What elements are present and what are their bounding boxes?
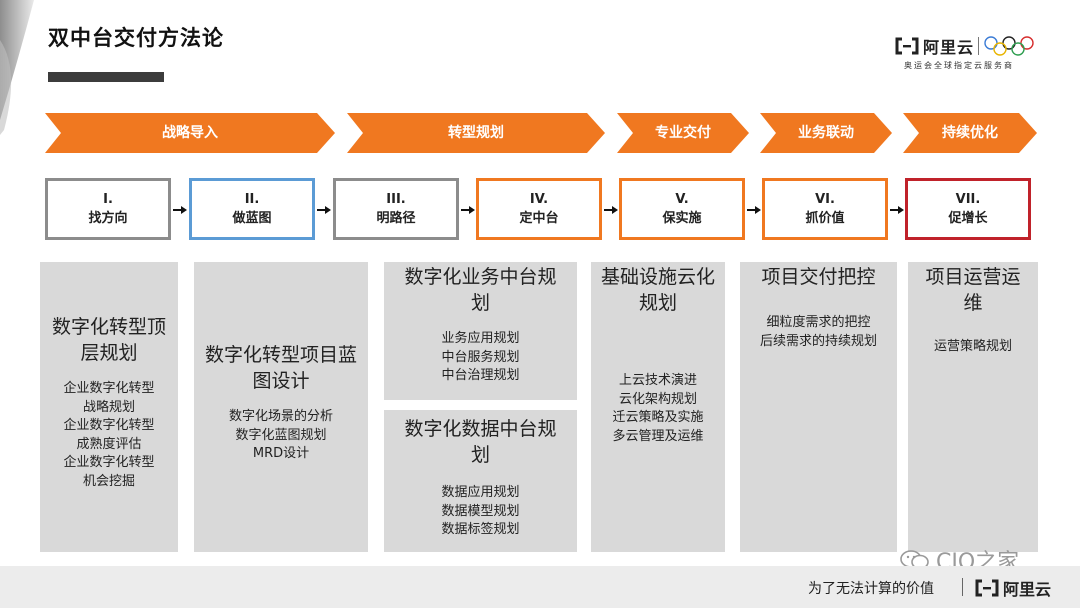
- column-items: 企业数字化转型 战略规划 企业数字化转型 成熟度评估 企业数字化转型 机会挖掘: [40, 380, 178, 491]
- column-items: 业务应用规划 中台服务规划 中台治理规划: [384, 330, 577, 386]
- step-name: 定中台: [519, 211, 559, 226]
- footer-brand-text: 阿里云: [1003, 580, 1052, 599]
- step-name: 抓价值: [805, 211, 845, 226]
- aliyun-logo: 阿里云 奥运会全球指定云服务商: [894, 34, 1044, 76]
- phase-arrow-transformation: 转型规划: [347, 113, 605, 153]
- list-item: 细粒度需求的把控: [766, 315, 871, 330]
- list-item: 后续需求的持续规划: [759, 333, 877, 349]
- list-item: 中台治理规划: [441, 368, 520, 383]
- list-item: 数字化场景的分析: [228, 409, 333, 424]
- step-name: 保实施: [662, 211, 702, 226]
- column-items: 数据应用规划 数据模型规划 数据标签规划: [384, 484, 577, 540]
- aliyun-bracket-icon: [895, 37, 919, 55]
- logo-divider: [978, 37, 980, 55]
- step-number: VII.: [955, 192, 981, 207]
- list-item: 迁云策略及实施: [612, 410, 704, 425]
- phase-arrow-delivery: 专业交付: [617, 113, 749, 153]
- step-number: III.: [386, 192, 406, 207]
- step-name: 找方向: [88, 211, 128, 226]
- list-item: 数据应用规划: [441, 485, 520, 500]
- arrow-right-icon: [604, 206, 618, 214]
- step-name: 明路径: [376, 211, 416, 226]
- column-delivery-control: 项目交付把控 细粒度需求的把控 后续需求的持续规划: [740, 262, 897, 552]
- list-item: 机会挖掘: [82, 473, 135, 489]
- phase-arrow-strategy: 战略导入: [45, 113, 335, 153]
- list-item: 数据标签规划: [441, 522, 520, 537]
- list-item: 业务应用规划: [441, 331, 520, 346]
- column-heading: 数字化转型项目蓝图设计: [204, 344, 357, 392]
- list-item: MRD设计: [252, 446, 310, 461]
- logo-brand-text: 阿里云: [923, 38, 975, 57]
- list-item: 企业数字化转型: [63, 418, 155, 433]
- step-box-5: V. 保实施: [619, 178, 745, 240]
- step-number: V.: [675, 192, 689, 207]
- step-number: IV.: [529, 192, 549, 207]
- column-business-middle-platform: 数字化业务中台规划 业务应用规划 中台服务规划 中台治理规划: [384, 262, 577, 400]
- arrow-right-icon: [890, 206, 904, 214]
- column-heading: 数字化数据中台规划: [404, 418, 557, 466]
- step-box-2: II. 做蓝图: [189, 178, 315, 240]
- step-number: I.: [103, 192, 113, 207]
- list-item: 企业数字化转型: [63, 455, 155, 470]
- aliyun-bracket-icon: [975, 579, 999, 597]
- list-item: 中台服务规划: [441, 349, 520, 365]
- decorative-swoosh: [0, 0, 34, 135]
- footer-divider: [962, 578, 963, 596]
- footer-logo: 阿里云: [974, 576, 1051, 600]
- column-items: 上云技术演进 云化架构规划 迁云策略及实施 多云管理及运维: [591, 372, 725, 446]
- page-title: 双中台交付方法论: [48, 26, 224, 50]
- list-item: 成熟度评估: [76, 436, 142, 452]
- step-box-1: I. 找方向: [45, 178, 171, 240]
- list-item: 运营策略规划: [933, 339, 1012, 354]
- step-box-4: IV. 定中台: [476, 178, 602, 240]
- arrow-right-icon: [173, 206, 187, 214]
- phase-arrow-linkage: 业务联动: [760, 113, 892, 153]
- arrow-right-icon: [747, 206, 761, 214]
- phase-label: 持续优化: [942, 125, 998, 141]
- phase-label: 业务联动: [798, 125, 854, 141]
- wechat-icon: [900, 550, 929, 570]
- column-heading: 项目交付把控: [761, 266, 876, 288]
- title-underline: [48, 72, 164, 82]
- column-items: 细粒度需求的把控 后续需求的持续规划: [740, 314, 897, 351]
- step-box-7: VII. 促增长: [905, 178, 1031, 240]
- list-item: 战略规划: [82, 399, 135, 415]
- phase-label: 战略导入: [162, 125, 218, 141]
- column-items: 运营策略规划: [908, 338, 1038, 357]
- footer-slogan: 为了无法计算的价值: [808, 581, 934, 597]
- list-item: 多云管理及运维: [612, 428, 704, 444]
- column-operations: 项目运营运维 运营策略规划: [908, 262, 1038, 552]
- olympic-rings-icon: [984, 36, 1034, 56]
- step-box-3: III. 明路径: [333, 178, 459, 240]
- step-name: 促增长: [948, 211, 988, 226]
- step-number: VI.: [815, 192, 835, 207]
- column-cloud-infrastructure: 基础设施云化规划 上云技术演进 云化架构规划 迁云策略及实施 多云管理及运维: [591, 262, 725, 552]
- column-data-middle-platform: 数字化数据中台规划 数据应用规划 数据模型规划 数据标签规划: [384, 410, 577, 552]
- list-item: 数字化蓝图规划: [235, 427, 327, 443]
- list-item: 数据模型规划: [441, 503, 520, 519]
- column-top-level-planning: 数字化转型顶层规划 企业数字化转型 战略规划 企业数字化转型 成熟度评估 企业数…: [40, 262, 178, 552]
- column-heading: 数字化业务中台规划: [404, 266, 557, 314]
- column-heading: 基础设施云化规划: [600, 266, 715, 314]
- list-item: 企业数字化转型: [63, 381, 155, 396]
- step-number: II.: [244, 192, 260, 207]
- column-heading: 数字化转型顶层规划: [51, 316, 166, 364]
- column-heading: 项目运营运维: [925, 266, 1021, 314]
- phase-arrow-optimization: 持续优化: [903, 113, 1037, 153]
- logo-subtitle: 奥运会全球指定云服务商: [904, 61, 1014, 70]
- arrow-right-icon: [317, 206, 331, 214]
- column-items: 数字化场景的分析 数字化蓝图规划 MRD设计: [194, 408, 368, 464]
- footer-bar: [0, 566, 1080, 608]
- arrow-right-icon: [461, 206, 475, 214]
- list-item: 云化架构规划: [618, 391, 697, 407]
- column-blueprint-design: 数字化转型项目蓝图设计 数字化场景的分析 数字化蓝图规划 MRD设计: [194, 262, 368, 552]
- step-name: 做蓝图: [232, 211, 272, 226]
- phase-label: 转型规划: [448, 125, 504, 141]
- phase-label: 专业交付: [655, 125, 711, 141]
- step-box-6: VI. 抓价值: [762, 178, 888, 240]
- list-item: 上云技术演进: [618, 373, 697, 388]
